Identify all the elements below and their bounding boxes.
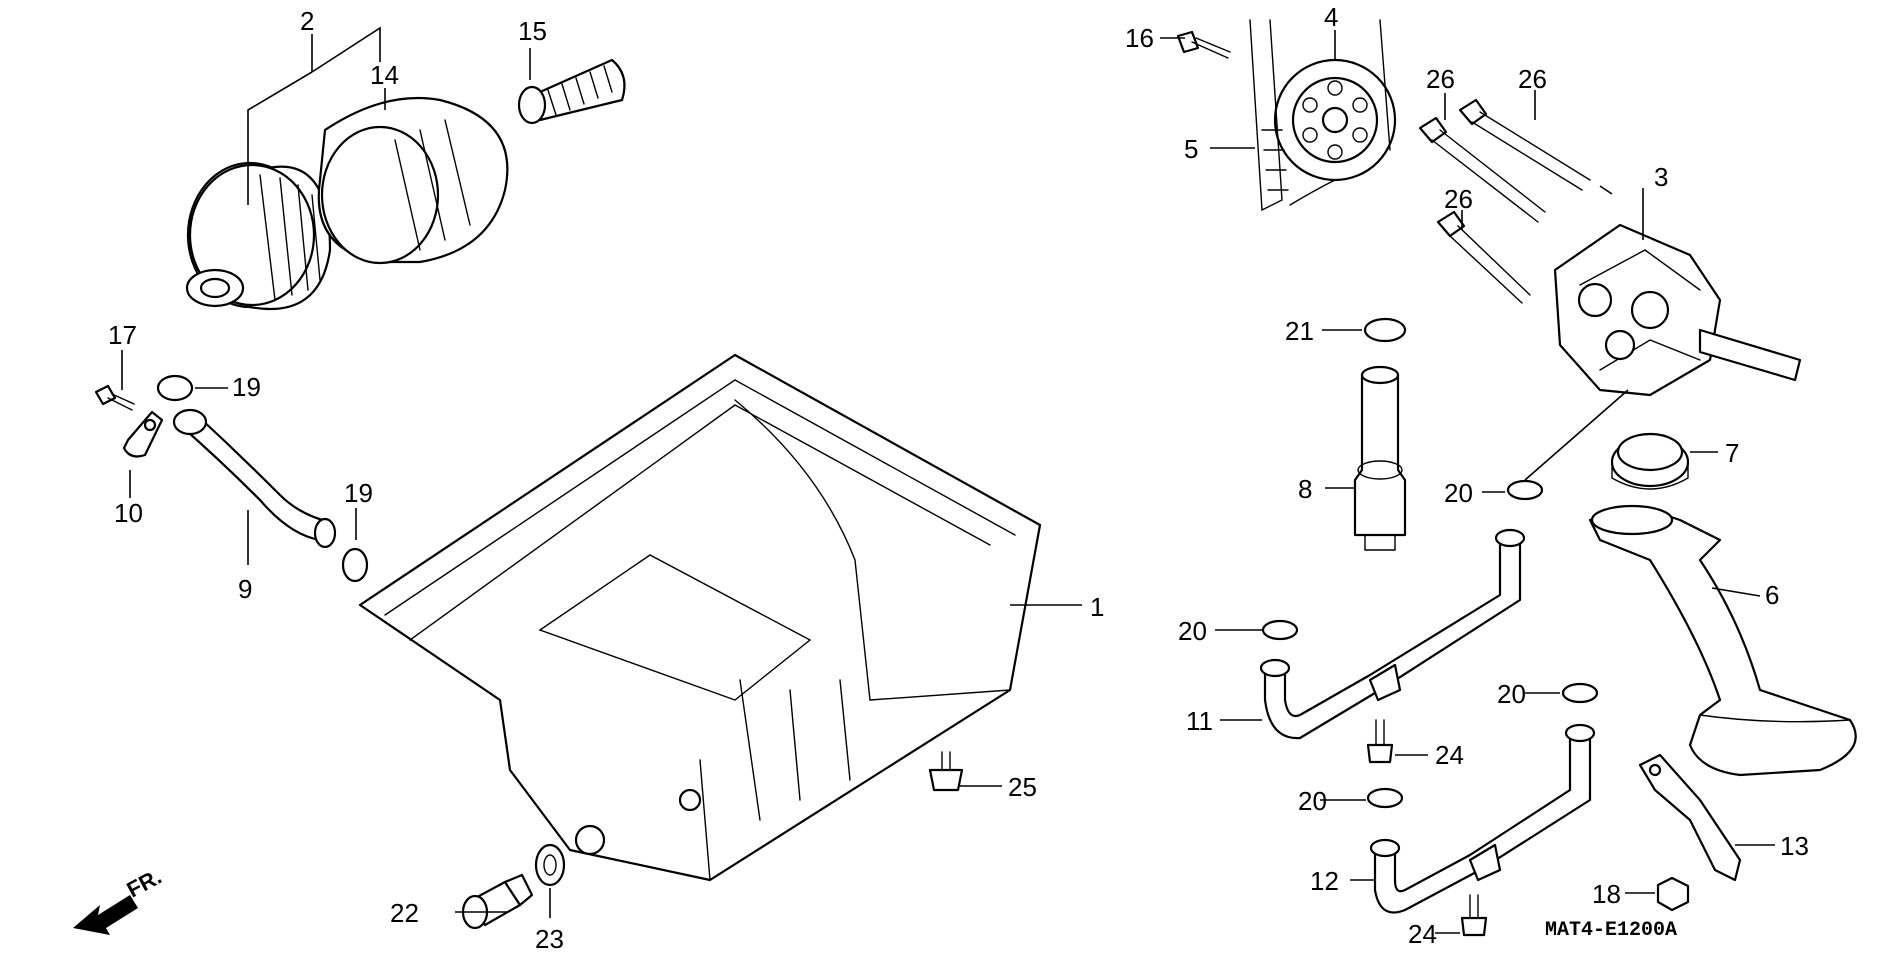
callout-12: 12 xyxy=(1310,866,1339,896)
oil-filter-bolt xyxy=(517,58,626,125)
bolt-17 xyxy=(94,384,135,411)
callout-9: 9 xyxy=(238,574,252,604)
callout-5: 5 xyxy=(1184,134,1198,164)
drain-washer xyxy=(534,843,566,887)
callout-labels: 2 14 15 17 19 10 19 9 1 25 22 23 16 4 5 … xyxy=(108,2,1809,954)
callout-26-a: 26 xyxy=(1426,64,1455,94)
bolt-26-c xyxy=(1436,210,1531,304)
callout-20-d: 20 xyxy=(1298,786,1327,816)
leader-lines xyxy=(121,26,1775,934)
callout-21: 21 xyxy=(1285,316,1314,346)
o-ring-19-lower xyxy=(341,547,369,583)
callout-26-c: 26 xyxy=(1444,184,1473,214)
clamp-10 xyxy=(122,410,164,458)
nut-18 xyxy=(1656,876,1690,912)
bolt-16 xyxy=(1176,30,1231,59)
bolt-26-b xyxy=(1458,98,1591,191)
callout-23: 23 xyxy=(535,924,564,954)
sprocket xyxy=(1273,58,1397,182)
callout-14: 14 xyxy=(370,60,399,90)
callout-8: 8 xyxy=(1298,474,1312,504)
washer-20-c xyxy=(1561,682,1599,704)
callout-6: 6 xyxy=(1765,580,1779,610)
bolt-26-a xyxy=(1418,116,1546,223)
callout-7: 7 xyxy=(1725,438,1739,468)
front-arrow-icon xyxy=(73,895,138,935)
callout-26-b: 26 xyxy=(1518,64,1547,94)
oil-strainer xyxy=(1588,504,1857,777)
oil-pan xyxy=(358,353,1042,882)
o-ring-19-upper xyxy=(156,374,194,402)
washer-20-b xyxy=(1261,619,1299,641)
stay-13 xyxy=(1638,753,1742,882)
oil-pipe-11 xyxy=(1259,528,1526,740)
callout-20-c: 20 xyxy=(1497,679,1526,709)
drain-bolt xyxy=(461,873,534,930)
washer-20-d xyxy=(1366,787,1404,809)
oil-pipe-8 xyxy=(1353,365,1407,551)
bolt-24-upper xyxy=(1366,719,1394,764)
oil-pipe-9 xyxy=(172,408,337,549)
callout-20-b: 20 xyxy=(1178,616,1207,646)
callout-15: 15 xyxy=(518,16,547,46)
bolt-24-lower xyxy=(1460,894,1488,937)
callout-2: 2 xyxy=(300,6,314,36)
callout-22: 22 xyxy=(390,898,419,928)
callout-18: 18 xyxy=(1592,879,1621,909)
oil-pump xyxy=(1553,223,1802,397)
oil-pipe-12 xyxy=(1369,723,1596,914)
callout-1: 1 xyxy=(1090,592,1104,622)
oil-filter xyxy=(185,161,332,311)
oil-filter-14 xyxy=(317,96,509,265)
callout-11: 11 xyxy=(1186,706,1213,736)
callout-24-upper: 24 xyxy=(1435,740,1464,770)
callout-19-lower: 19 xyxy=(344,478,373,508)
callout-17: 17 xyxy=(108,320,137,350)
callout-10: 10 xyxy=(114,498,143,528)
drawing-code: MAT4-E1200A xyxy=(1545,919,1677,942)
o-ring-21 xyxy=(1363,317,1407,343)
callout-25: 25 xyxy=(1008,772,1037,802)
callout-20-a: 20 xyxy=(1444,478,1473,508)
callout-13: 13 xyxy=(1780,831,1809,861)
callout-24-lower: 24 xyxy=(1408,919,1437,949)
callout-4: 4 xyxy=(1324,2,1338,32)
bolt-25 xyxy=(928,751,964,792)
callout-3: 3 xyxy=(1654,162,1668,192)
callout-19-upper: 19 xyxy=(232,372,261,402)
callout-16: 16 xyxy=(1125,23,1154,53)
washer-20-a xyxy=(1506,479,1544,501)
drive-chain xyxy=(1249,19,1391,212)
strainer-seal xyxy=(1610,432,1690,490)
